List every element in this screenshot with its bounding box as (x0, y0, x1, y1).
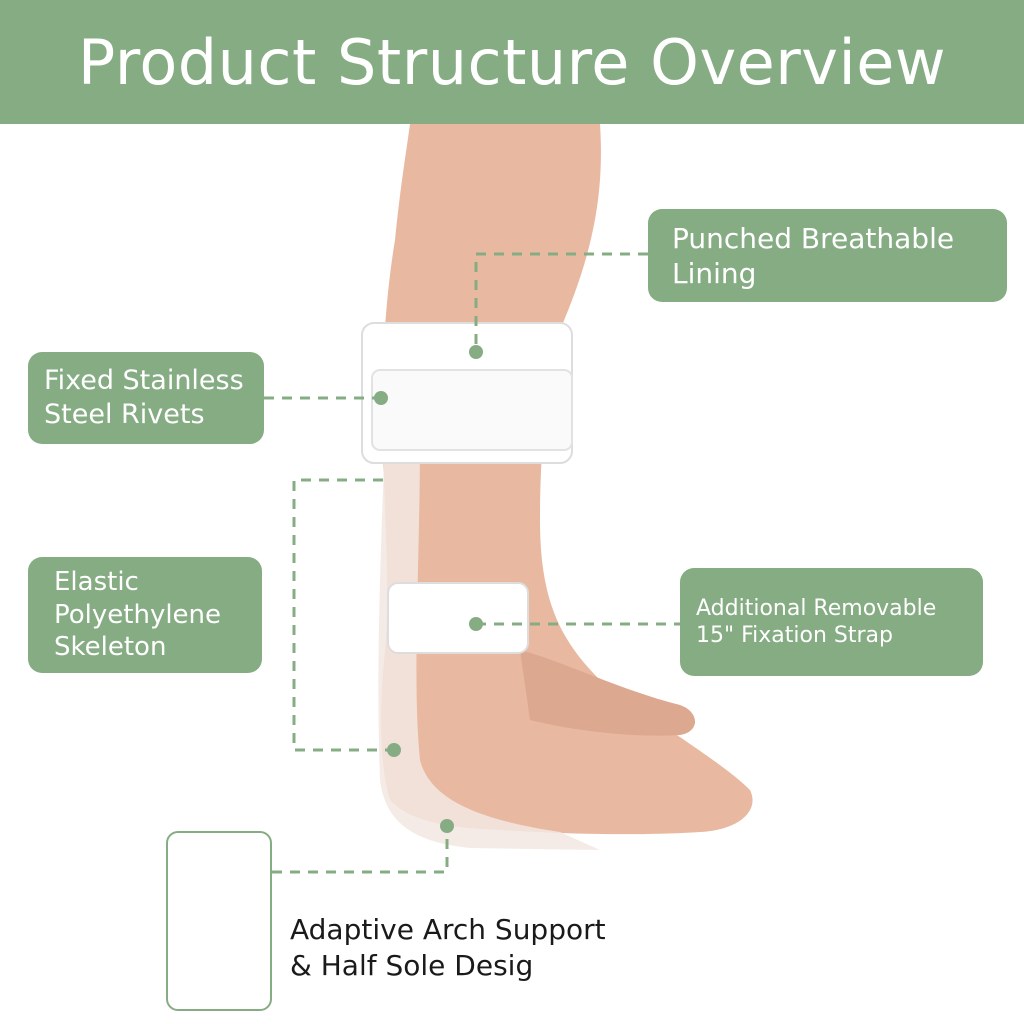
callout-rivets-label: Fixed Stainless Steel Rivets (44, 365, 244, 430)
rear-foot-shape (520, 650, 695, 736)
dot-arch (440, 819, 454, 833)
page-title: Product Structure Overview (77, 25, 947, 99)
callout-stainless-rivets: Fixed Stainless Steel Rivets (28, 352, 264, 444)
callout-breathable-lining: Punched Breathable Lining (648, 209, 1007, 302)
dot-rivets (374, 391, 388, 405)
brace-skeleton (378, 440, 600, 850)
leg-shape (381, 124, 753, 835)
title-banner: Product Structure Overview (0, 0, 1024, 124)
lower-strap (387, 582, 529, 654)
arch-support-label: Adaptive Arch Support & Half Sole Desig (290, 913, 606, 983)
callout-fixation-strap: Additional Removable 15" Fixation Strap (680, 568, 983, 676)
dot-lining (469, 345, 483, 359)
callout-lining-label: Punched Breathable Lining (672, 221, 955, 290)
dot-strap (469, 617, 483, 631)
leader-arch (272, 826, 449, 874)
callout-strap-label: Additional Removable 15" Fixation Strap (696, 595, 937, 649)
dot-skeleton (387, 743, 401, 757)
callout-polyethylene-skeleton: Elastic Polyethylene Skeleton (28, 557, 262, 673)
leader-skeleton (292, 478, 394, 752)
leader-lining (474, 252, 648, 352)
sole-inset-frame (166, 831, 272, 1011)
upper-strap (371, 369, 573, 451)
callout-skeleton-label: Elastic Polyethylene Skeleton (54, 567, 222, 663)
